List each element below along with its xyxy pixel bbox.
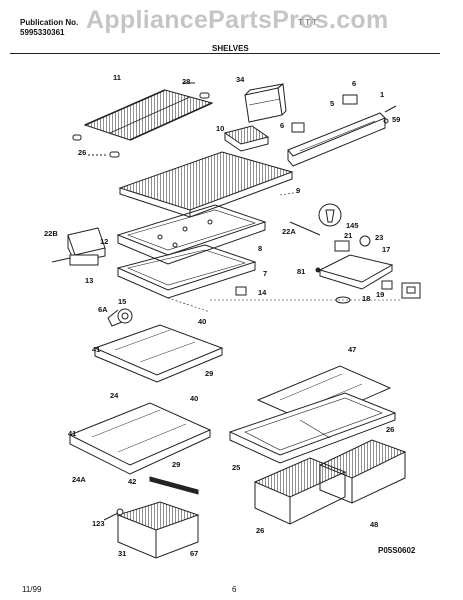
callout-23: 23 [375, 233, 383, 242]
callout-34: 34 [236, 75, 245, 84]
callout-17: 17 [382, 245, 390, 254]
small-bin-34 [244, 83, 287, 123]
callout-41-upper: 41 [92, 345, 100, 354]
callout-42: 42 [128, 477, 136, 486]
callout-14: 14 [258, 288, 267, 297]
shelf-frame-8 [116, 204, 267, 265]
callout-28-top: 28 [182, 77, 190, 86]
callout-1: 1 [380, 90, 384, 99]
callout-29-upper: 29 [205, 369, 213, 378]
callout-47: 47 [348, 345, 356, 354]
callout-41-lower: 41 [68, 429, 76, 438]
model-number: T T T [298, 18, 318, 27]
shelf-support-28 [72, 82, 210, 158]
callout-6-top: 6 [352, 79, 356, 88]
watermark-text: AppliancePartsPros.com [86, 6, 389, 34]
footer-date: 11/99 [22, 585, 42, 594]
callout-31: 31 [118, 549, 126, 558]
meat-drawer-31 [116, 501, 200, 559]
callout-10: 10 [216, 124, 224, 133]
publication-number: 5995330361 [20, 28, 65, 37]
wire-shelf-11 [83, 89, 214, 141]
glass-shelf-40-lower [68, 402, 212, 475]
control-assembly-22b [51, 227, 106, 266]
callout-24: 24 [110, 391, 119, 400]
publication-label: Publication No. [20, 18, 79, 27]
rail-5 [287, 112, 386, 167]
crisper-drawer-26-left [253, 457, 347, 525]
callout-22a: 22A [282, 227, 296, 236]
callout-22b: 22B [44, 229, 58, 238]
callout-7: 7 [263, 269, 267, 278]
callout-labels: 11 28 34 6 5 1 59 26 10 6 9 145 22B 12 2… [44, 73, 400, 558]
callout-145: 145 [346, 221, 359, 230]
figure-code: P05S0602 [378, 546, 416, 555]
egg-tray-10 [223, 125, 270, 152]
callout-13: 13 [85, 276, 93, 285]
callout-28-left: 26 [78, 148, 86, 157]
callout-67: 67 [190, 549, 198, 558]
callout-24a: 24A [72, 475, 86, 484]
callout-12: 12 [100, 237, 108, 246]
drawer-rail-42 [149, 476, 199, 495]
callout-15: 15 [118, 297, 126, 306]
callout-59: 59 [392, 115, 400, 124]
callout-26-left: 26 [256, 526, 264, 535]
thermostat-assembly-145 [235, 203, 421, 304]
callout-21: 21 [344, 231, 352, 240]
light-socket-15 [107, 308, 133, 327]
callout-8: 8 [258, 244, 262, 253]
fittings-1-6 [291, 94, 397, 133]
callout-9: 9 [296, 186, 300, 195]
callout-5: 5 [330, 99, 334, 108]
shelf-frame-7 [116, 244, 257, 299]
callout-19: 19 [376, 290, 384, 299]
callout-123: 123 [92, 519, 105, 528]
callout-25: 25 [232, 463, 240, 472]
callout-29-lower: 29 [172, 460, 180, 469]
callout-26-right: 26 [386, 425, 394, 434]
leader-lines [167, 191, 400, 313]
shelf-frame-9 [118, 151, 294, 218]
footer-page-number: 6 [232, 585, 237, 594]
callout-81: 81 [297, 267, 305, 276]
callout-48: 48 [370, 520, 378, 529]
screw-123 [103, 508, 124, 521]
callout-40-upper: 40 [198, 317, 206, 326]
callout-11: 11 [113, 73, 121, 82]
callout-18: 18 [362, 294, 370, 303]
callout-6a: 6A [98, 305, 108, 314]
crisper-frame-25 [228, 392, 397, 464]
callout-6-mid: 6 [280, 121, 284, 130]
glass-shelf-40-upper [93, 324, 224, 383]
header-rule [10, 53, 440, 54]
section-title: SHELVES [212, 44, 249, 53]
callout-40-lower: 40 [190, 394, 198, 403]
